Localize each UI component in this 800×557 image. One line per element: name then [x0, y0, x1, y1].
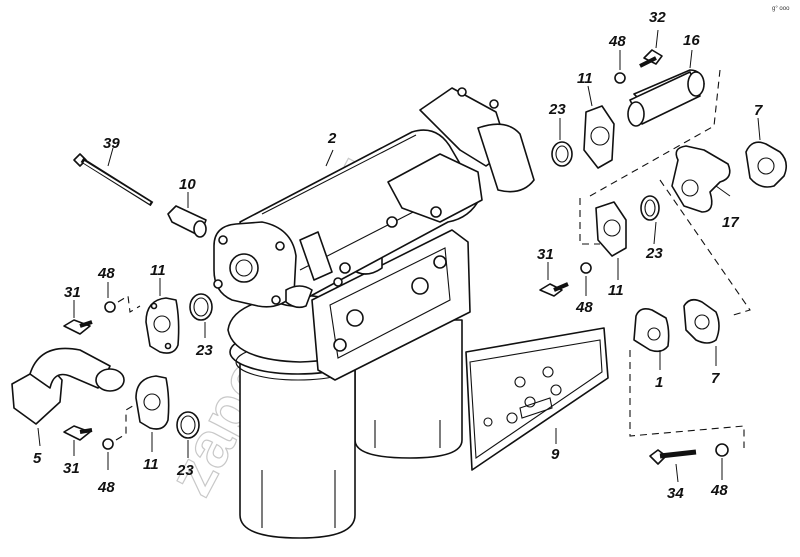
callout-31-mid: 31 [537, 246, 554, 263]
left-lower-fittings [11, 347, 200, 450]
callout-34: 34 [667, 485, 684, 502]
callout-16: 16 [683, 32, 700, 49]
callout-48-mid: 48 [575, 299, 593, 316]
o-ring-23-top [551, 141, 573, 167]
callout-11-mid: 11 [608, 282, 624, 299]
mounting-bracket [311, 229, 471, 381]
washer-48-mid [580, 262, 592, 274]
outlet-block [387, 153, 483, 223]
callout-48-upper-left: 48 [97, 265, 115, 282]
callout-23-mid: 23 [645, 245, 663, 262]
callout-31-upper-left: 31 [64, 284, 81, 301]
flange-11-lower [135, 375, 170, 430]
sleeve-10 [167, 205, 207, 238]
callout-2: 2 [327, 130, 337, 147]
callout-48-bottom: 48 [710, 482, 728, 499]
callout-9: 9 [551, 446, 560, 463]
plate-9 [465, 327, 609, 471]
flange-1 [633, 308, 670, 353]
callout-11-upper-left: 11 [150, 262, 166, 279]
flange-11-top [583, 105, 615, 169]
gasket-7-upper [745, 141, 788, 188]
bolt-31-mid [539, 283, 563, 297]
washer-48-bottom [715, 443, 729, 457]
adapter-17 [671, 145, 731, 213]
callout-48-top: 48 [608, 33, 626, 50]
callout-17: 17 [722, 214, 739, 231]
bolt-34-set [649, 443, 729, 465]
corner-mark: g° ooo [772, 6, 790, 12]
front-filter-canister [239, 349, 356, 539]
outlet-elbow [477, 123, 535, 193]
callout-1: 1 [655, 374, 663, 391]
callout-5: 5 [33, 450, 42, 467]
callout-11-lower-left: 11 [143, 456, 159, 473]
callout-32: 32 [649, 9, 666, 26]
adapter-plate [465, 327, 609, 471]
washer-48-lower [102, 438, 114, 450]
callout-23-upper-left: 23 [195, 342, 213, 359]
callout-7-upper: 7 [754, 102, 763, 119]
callout-23-top: 23 [548, 101, 566, 118]
callout-23-lower-left: 23 [176, 462, 194, 479]
bolt-31-upper [63, 319, 91, 335]
upper-right-fittings [551, 49, 788, 245]
middle-right-fittings [539, 179, 751, 448]
callout-48-lower-left: 48 [97, 479, 115, 496]
callout-31-lower-left: 31 [63, 460, 80, 477]
callout-11-top: 11 [577, 70, 593, 87]
gasket-7-lower [683, 298, 720, 344]
flange-11-mid [595, 201, 627, 257]
leader-lines [37, 29, 761, 483]
o-ring-23-mid [640, 195, 660, 221]
filter-housing-assembly [213, 87, 535, 539]
washer-48-upper [104, 301, 116, 313]
callout-labels: 2 39 10 11 48 31 23 5 31 48 11 23 32 48 … [33, 9, 763, 502]
washer-48-top [614, 72, 626, 84]
callout-7-lower: 7 [711, 370, 720, 387]
left-upper-fittings [63, 293, 213, 354]
side-tab [299, 231, 333, 281]
callout-39: 39 [103, 135, 120, 152]
long-bolt-39 [73, 153, 154, 207]
callout-10: 10 [179, 176, 196, 193]
